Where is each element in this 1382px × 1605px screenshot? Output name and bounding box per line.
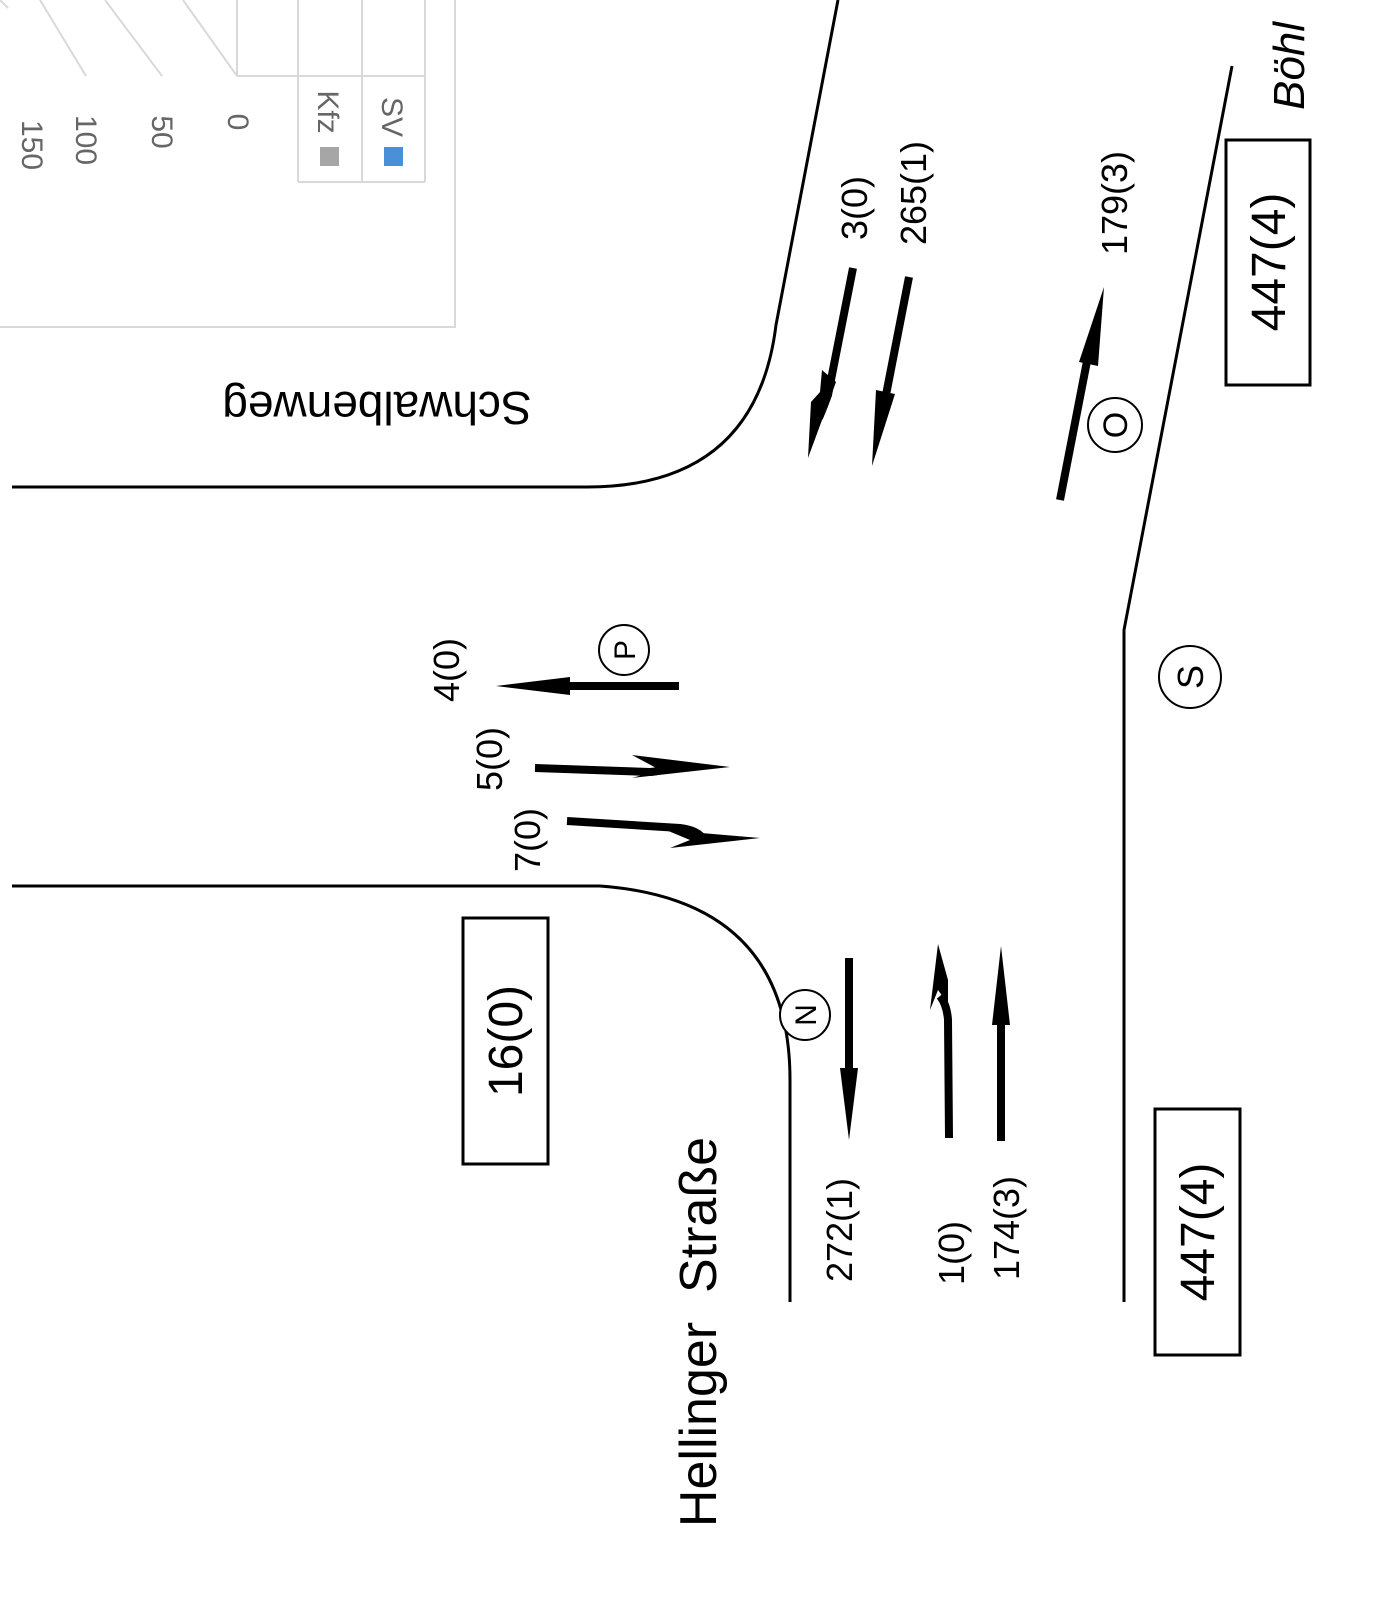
- street-name-schwalbenweg: Schwalbenweg: [222, 382, 531, 434]
- road-edge-east: [1122, 65, 1234, 1302]
- legend-swatch-kfz: [320, 147, 339, 166]
- volume-o-in-through: 265(1): [893, 141, 934, 245]
- inset-chart-frame: [0, 0, 456, 328]
- arrow-p-through: [534, 755, 730, 778]
- arm-letter: O: [1097, 412, 1135, 438]
- road-edge-south: [12, 884, 792, 1302]
- inset-chart: 150 100 50 0 Kfz SV: [0, 0, 456, 328]
- arm-circle: [779, 989, 831, 1041]
- total-value: 16(0): [480, 985, 533, 1097]
- volume-n-in-through: 174(3): [986, 1176, 1027, 1280]
- volume-p-left: 4(0): [426, 638, 467, 702]
- street-name-hellinger: Hellinger Straße: [670, 1137, 728, 1527]
- gridline: [182, 0, 238, 77]
- total-value: 447(4): [1172, 1163, 1225, 1302]
- arm-label-s: S: [1158, 645, 1222, 709]
- volume-n-in-uturn: 1(0): [931, 1221, 972, 1285]
- arm-circle: [1158, 645, 1222, 709]
- total-value: 447(4): [1243, 193, 1296, 332]
- volume-p-right: 7(0): [507, 808, 548, 872]
- chart-tick-label: 50: [145, 115, 178, 148]
- arrow-n-out: [840, 958, 858, 1140]
- arm-letter: S: [1170, 665, 1211, 689]
- arrow-p-left: [496, 677, 679, 695]
- arrow-n-in-uturn: [930, 944, 953, 1139]
- arm-circle: [598, 624, 650, 676]
- arrow-p-right: [566, 817, 760, 848]
- gridline: [0, 0, 9, 9]
- volume-o-out: 179(3): [1094, 151, 1135, 255]
- road-edge-north: [12, 0, 840, 489]
- arm-label-n: N: [779, 989, 831, 1041]
- total-box-frame: [1153, 1107, 1242, 1357]
- road-edges: [12, 0, 1234, 1302]
- total-box-east-bottom: 447(4): [1153, 1107, 1242, 1357]
- total-box-east-top: 447(4): [1224, 138, 1312, 387]
- arrow-n-in-through: [992, 946, 1010, 1141]
- legend-label: Kfz: [311, 90, 344, 133]
- street-name-boehl: Böhl: [1265, 21, 1314, 110]
- chart-tick-label: 0: [221, 114, 254, 131]
- arm-letter: P: [609, 640, 642, 660]
- volume-o-in-uturn: 3(0): [834, 176, 875, 240]
- total-box-west: 16(0): [461, 916, 550, 1166]
- arrow-o-out: [1056, 287, 1104, 501]
- legend-label: SV: [375, 97, 408, 137]
- chart-tick-label: 150: [15, 120, 48, 170]
- arm-circle: [1087, 397, 1143, 453]
- volume-n-out: 272(1): [819, 1178, 860, 1282]
- total-box-frame: [461, 916, 550, 1166]
- gridline: [39, 0, 87, 77]
- legend-swatch-sv: [384, 147, 403, 166]
- gridline: [104, 0, 163, 77]
- chart-tick-label: 100: [69, 115, 102, 165]
- volume-p-through: 5(0): [469, 727, 510, 791]
- arm-letter: N: [790, 1004, 823, 1026]
- arm-label-o: O: [1087, 397, 1143, 453]
- arm-label-p: P: [598, 624, 650, 676]
- arrow-o-in-uturn: [808, 267, 857, 458]
- total-box-frame: [1224, 138, 1312, 387]
- arrow-o-in-through: [872, 276, 913, 466]
